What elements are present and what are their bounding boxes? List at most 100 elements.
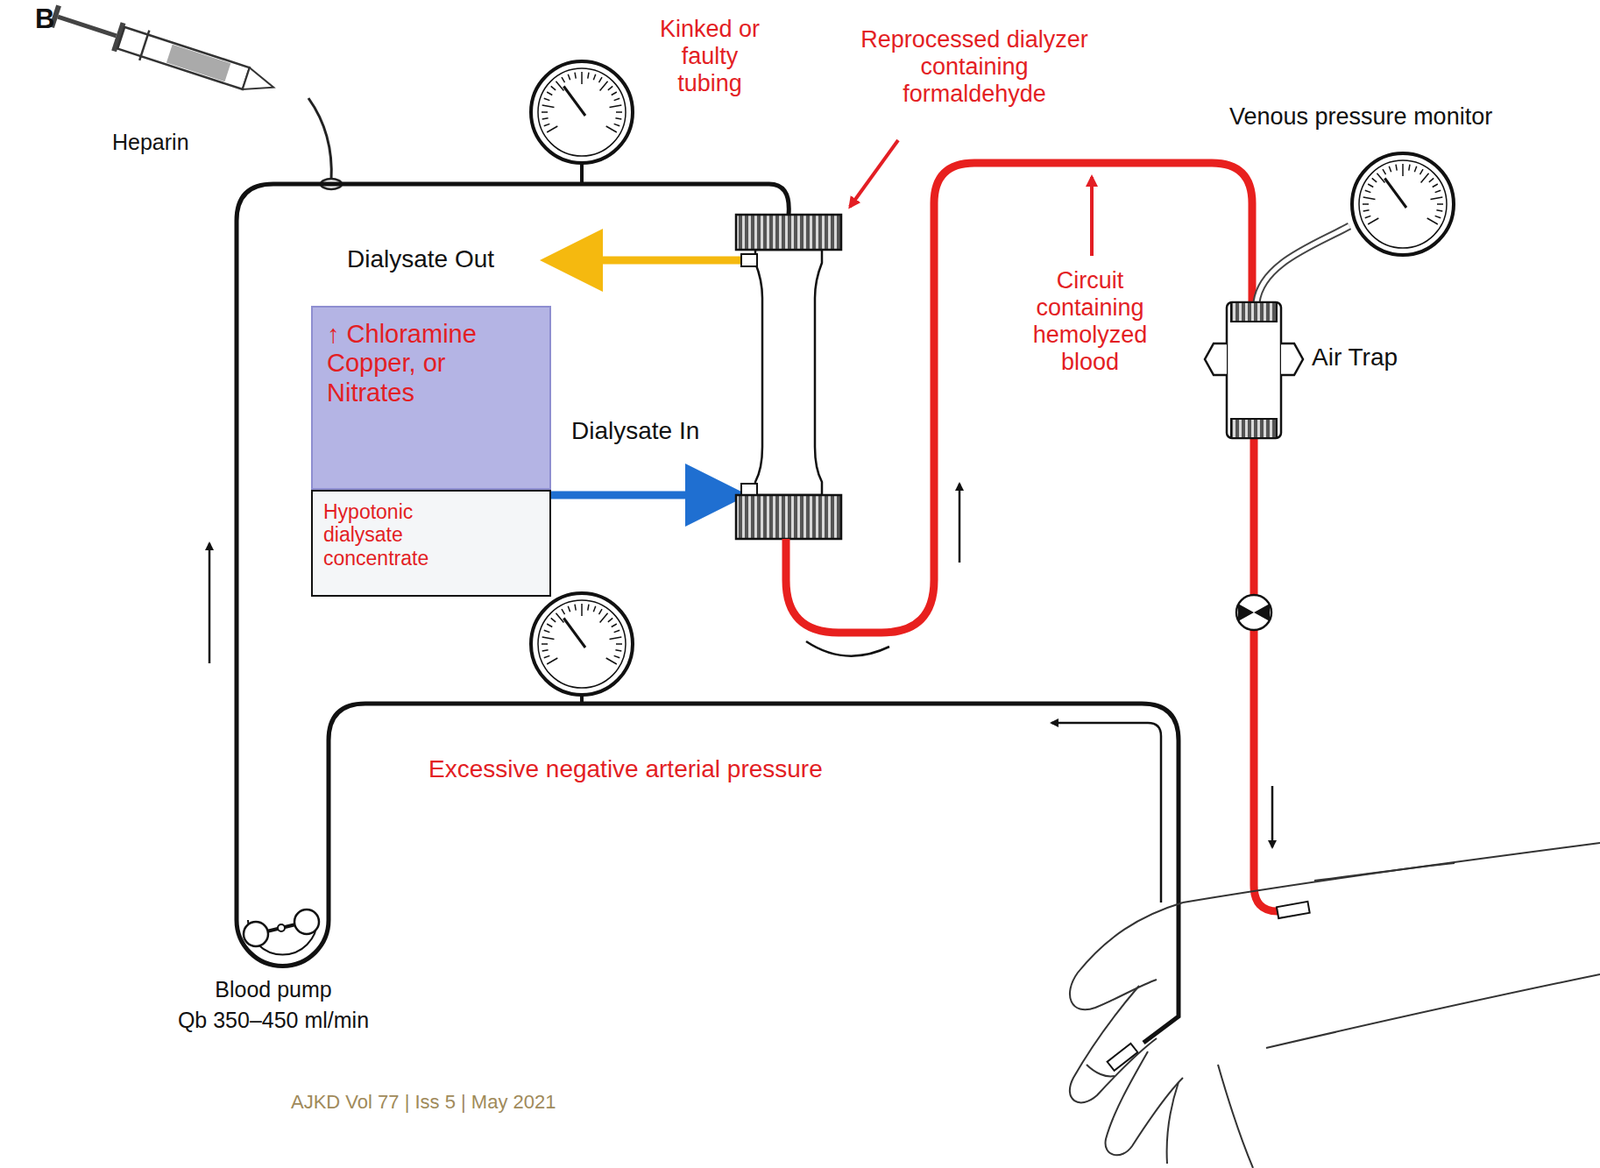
pressure-gauge bbox=[546, 126, 558, 133]
pressure-gauge bbox=[609, 105, 623, 107]
air-trap bbox=[1256, 226, 1350, 303]
pressure-gauge bbox=[1372, 177, 1377, 182]
arterial-tubing bbox=[236, 184, 789, 921]
flow-arrow bbox=[958, 483, 962, 563]
pressure-gauge bbox=[1408, 164, 1410, 171]
pressure-gauge bbox=[546, 92, 553, 96]
pressure-gauge bbox=[606, 658, 617, 665]
pressure-gauge bbox=[561, 608, 566, 615]
pressure-gauge bbox=[1363, 197, 1376, 199]
pressure-gauge bbox=[608, 85, 613, 90]
pressure-gauge bbox=[530, 61, 633, 163]
blood-pump bbox=[294, 909, 319, 935]
pressure-gauge bbox=[1401, 163, 1404, 177]
patient-arm bbox=[1105, 1051, 1183, 1155]
arterial-needle bbox=[1107, 1043, 1139, 1071]
pressure-gauge bbox=[615, 111, 623, 114]
heparin-syringe bbox=[48, 0, 279, 103]
air-trap bbox=[1231, 418, 1277, 439]
pointer-arrow bbox=[1090, 176, 1094, 256]
blood-pump bbox=[243, 921, 269, 947]
pressure-gauge bbox=[1388, 166, 1391, 173]
pressure-gauge bbox=[599, 77, 603, 83]
pressure-gauge bbox=[555, 613, 564, 624]
pressure-gauge bbox=[546, 658, 558, 665]
patient-arm bbox=[1086, 1064, 1115, 1077]
pressure-gauge bbox=[614, 655, 621, 658]
patient-arm bbox=[1069, 842, 1600, 1168]
problem-note: Reprocessed dialyzer containing formalde… bbox=[854, 26, 1096, 108]
problem-note: Kinked or faulty tubing bbox=[648, 15, 772, 98]
pressure-gauge bbox=[614, 630, 621, 632]
air-trap bbox=[1226, 302, 1282, 439]
patient-arm bbox=[1266, 974, 1600, 1048]
heparin-syringe bbox=[242, 67, 277, 99]
citation: AJKD Vol 77 | Iss 5 | May 2021 bbox=[290, 1090, 556, 1113]
dialysate-out-arrow bbox=[571, 256, 741, 265]
venous-clamp bbox=[1238, 603, 1270, 622]
heparin-syringe bbox=[166, 44, 231, 83]
part-label: Heparin bbox=[112, 129, 190, 156]
flow-arrow bbox=[208, 543, 212, 664]
pressure-gauge bbox=[574, 604, 576, 611]
pressure-gauge bbox=[599, 608, 603, 615]
patient-arm bbox=[1217, 1064, 1254, 1168]
part-label: Blood pump bbox=[214, 976, 332, 1003]
pressure-gauge bbox=[593, 74, 595, 81]
panel-letter: B bbox=[35, 3, 55, 36]
pressure-gauge bbox=[541, 111, 548, 114]
heparin-syringe bbox=[139, 30, 149, 61]
pressure-gauge bbox=[611, 623, 617, 628]
flow-rate: Qb 350–450 ml/min bbox=[177, 1007, 369, 1034]
problem-note: Excessive negative arterial pressure bbox=[428, 755, 823, 784]
pressure-gauge bbox=[615, 118, 622, 120]
pressure-gauge bbox=[1420, 169, 1424, 175]
pressure-gauge bbox=[614, 98, 621, 100]
pressure-gauge bbox=[1421, 173, 1430, 184]
pressure-gauge bbox=[1435, 190, 1442, 192]
pressure-gauge bbox=[1429, 177, 1434, 182]
venous-needle bbox=[1276, 901, 1310, 919]
pressure-gauge bbox=[574, 72, 576, 79]
pressure-gauge bbox=[1359, 160, 1447, 248]
pressure-gauge bbox=[541, 643, 548, 645]
pressure-gauge bbox=[530, 593, 633, 695]
pressure-gauge bbox=[546, 623, 553, 628]
pressure-gauge bbox=[555, 81, 564, 92]
pressure-gauge bbox=[1427, 218, 1438, 225]
concentrate-box: Hypotonic dialysate concentrate bbox=[311, 489, 552, 597]
dialyzer bbox=[755, 249, 822, 496]
dialyzer bbox=[741, 254, 758, 267]
blood-pump bbox=[236, 909, 329, 967]
part-label: Venous pressure monitor bbox=[1229, 103, 1493, 131]
pressure-gauge bbox=[614, 123, 621, 126]
pressure-gauge bbox=[580, 71, 583, 85]
pressure-gauge bbox=[542, 118, 549, 120]
pressure-gauge bbox=[538, 600, 626, 688]
pressure-gauge bbox=[608, 617, 613, 622]
pressure-gauge bbox=[580, 603, 583, 616]
flow-arrow bbox=[1051, 722, 1162, 903]
pressure-gauge bbox=[538, 68, 626, 156]
air-trap bbox=[1204, 226, 1350, 439]
pressure-gauge bbox=[551, 617, 556, 622]
dialyzer bbox=[736, 495, 842, 539]
pressure-gauge bbox=[1414, 166, 1416, 173]
dialysate-in-arrow bbox=[551, 491, 717, 500]
node-text: Hypotonic dialysate concentrate bbox=[323, 500, 455, 570]
pressure-gauge bbox=[1435, 215, 1442, 218]
arterial-line bbox=[328, 703, 1179, 1043]
pressure-gauge bbox=[1367, 218, 1379, 225]
pressure-gauge bbox=[1437, 203, 1444, 206]
pressure-gauge bbox=[561, 77, 566, 83]
patient-arm bbox=[1069, 902, 1183, 1010]
pressure-gauge bbox=[615, 643, 623, 645]
pressure-gauge bbox=[1432, 184, 1438, 188]
pressure-gauge bbox=[606, 126, 617, 133]
pressure-gauge bbox=[600, 613, 609, 624]
pressure-gauge bbox=[542, 637, 555, 639]
flow-arrow bbox=[1271, 785, 1275, 848]
patient-arm bbox=[1314, 863, 1455, 881]
pressure-gauge bbox=[1384, 178, 1407, 208]
pressure-gauge bbox=[587, 72, 589, 79]
